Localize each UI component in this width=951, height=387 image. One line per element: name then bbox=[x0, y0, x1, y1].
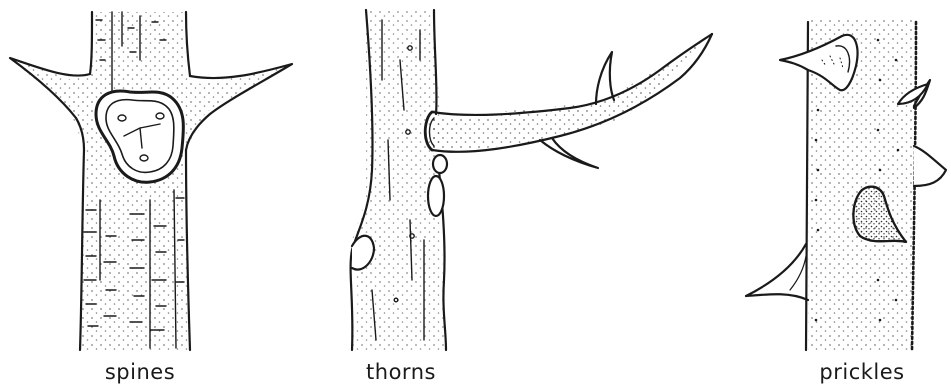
thorn-branch-illustration bbox=[350, 10, 712, 350]
spine-branch-illustration bbox=[10, 12, 292, 350]
caption-spines: spines bbox=[105, 360, 175, 384]
caption-prickles: prickles bbox=[819, 360, 904, 384]
prickle-stem-illustration bbox=[746, 20, 946, 350]
caption-thorns: thorns bbox=[366, 360, 436, 384]
